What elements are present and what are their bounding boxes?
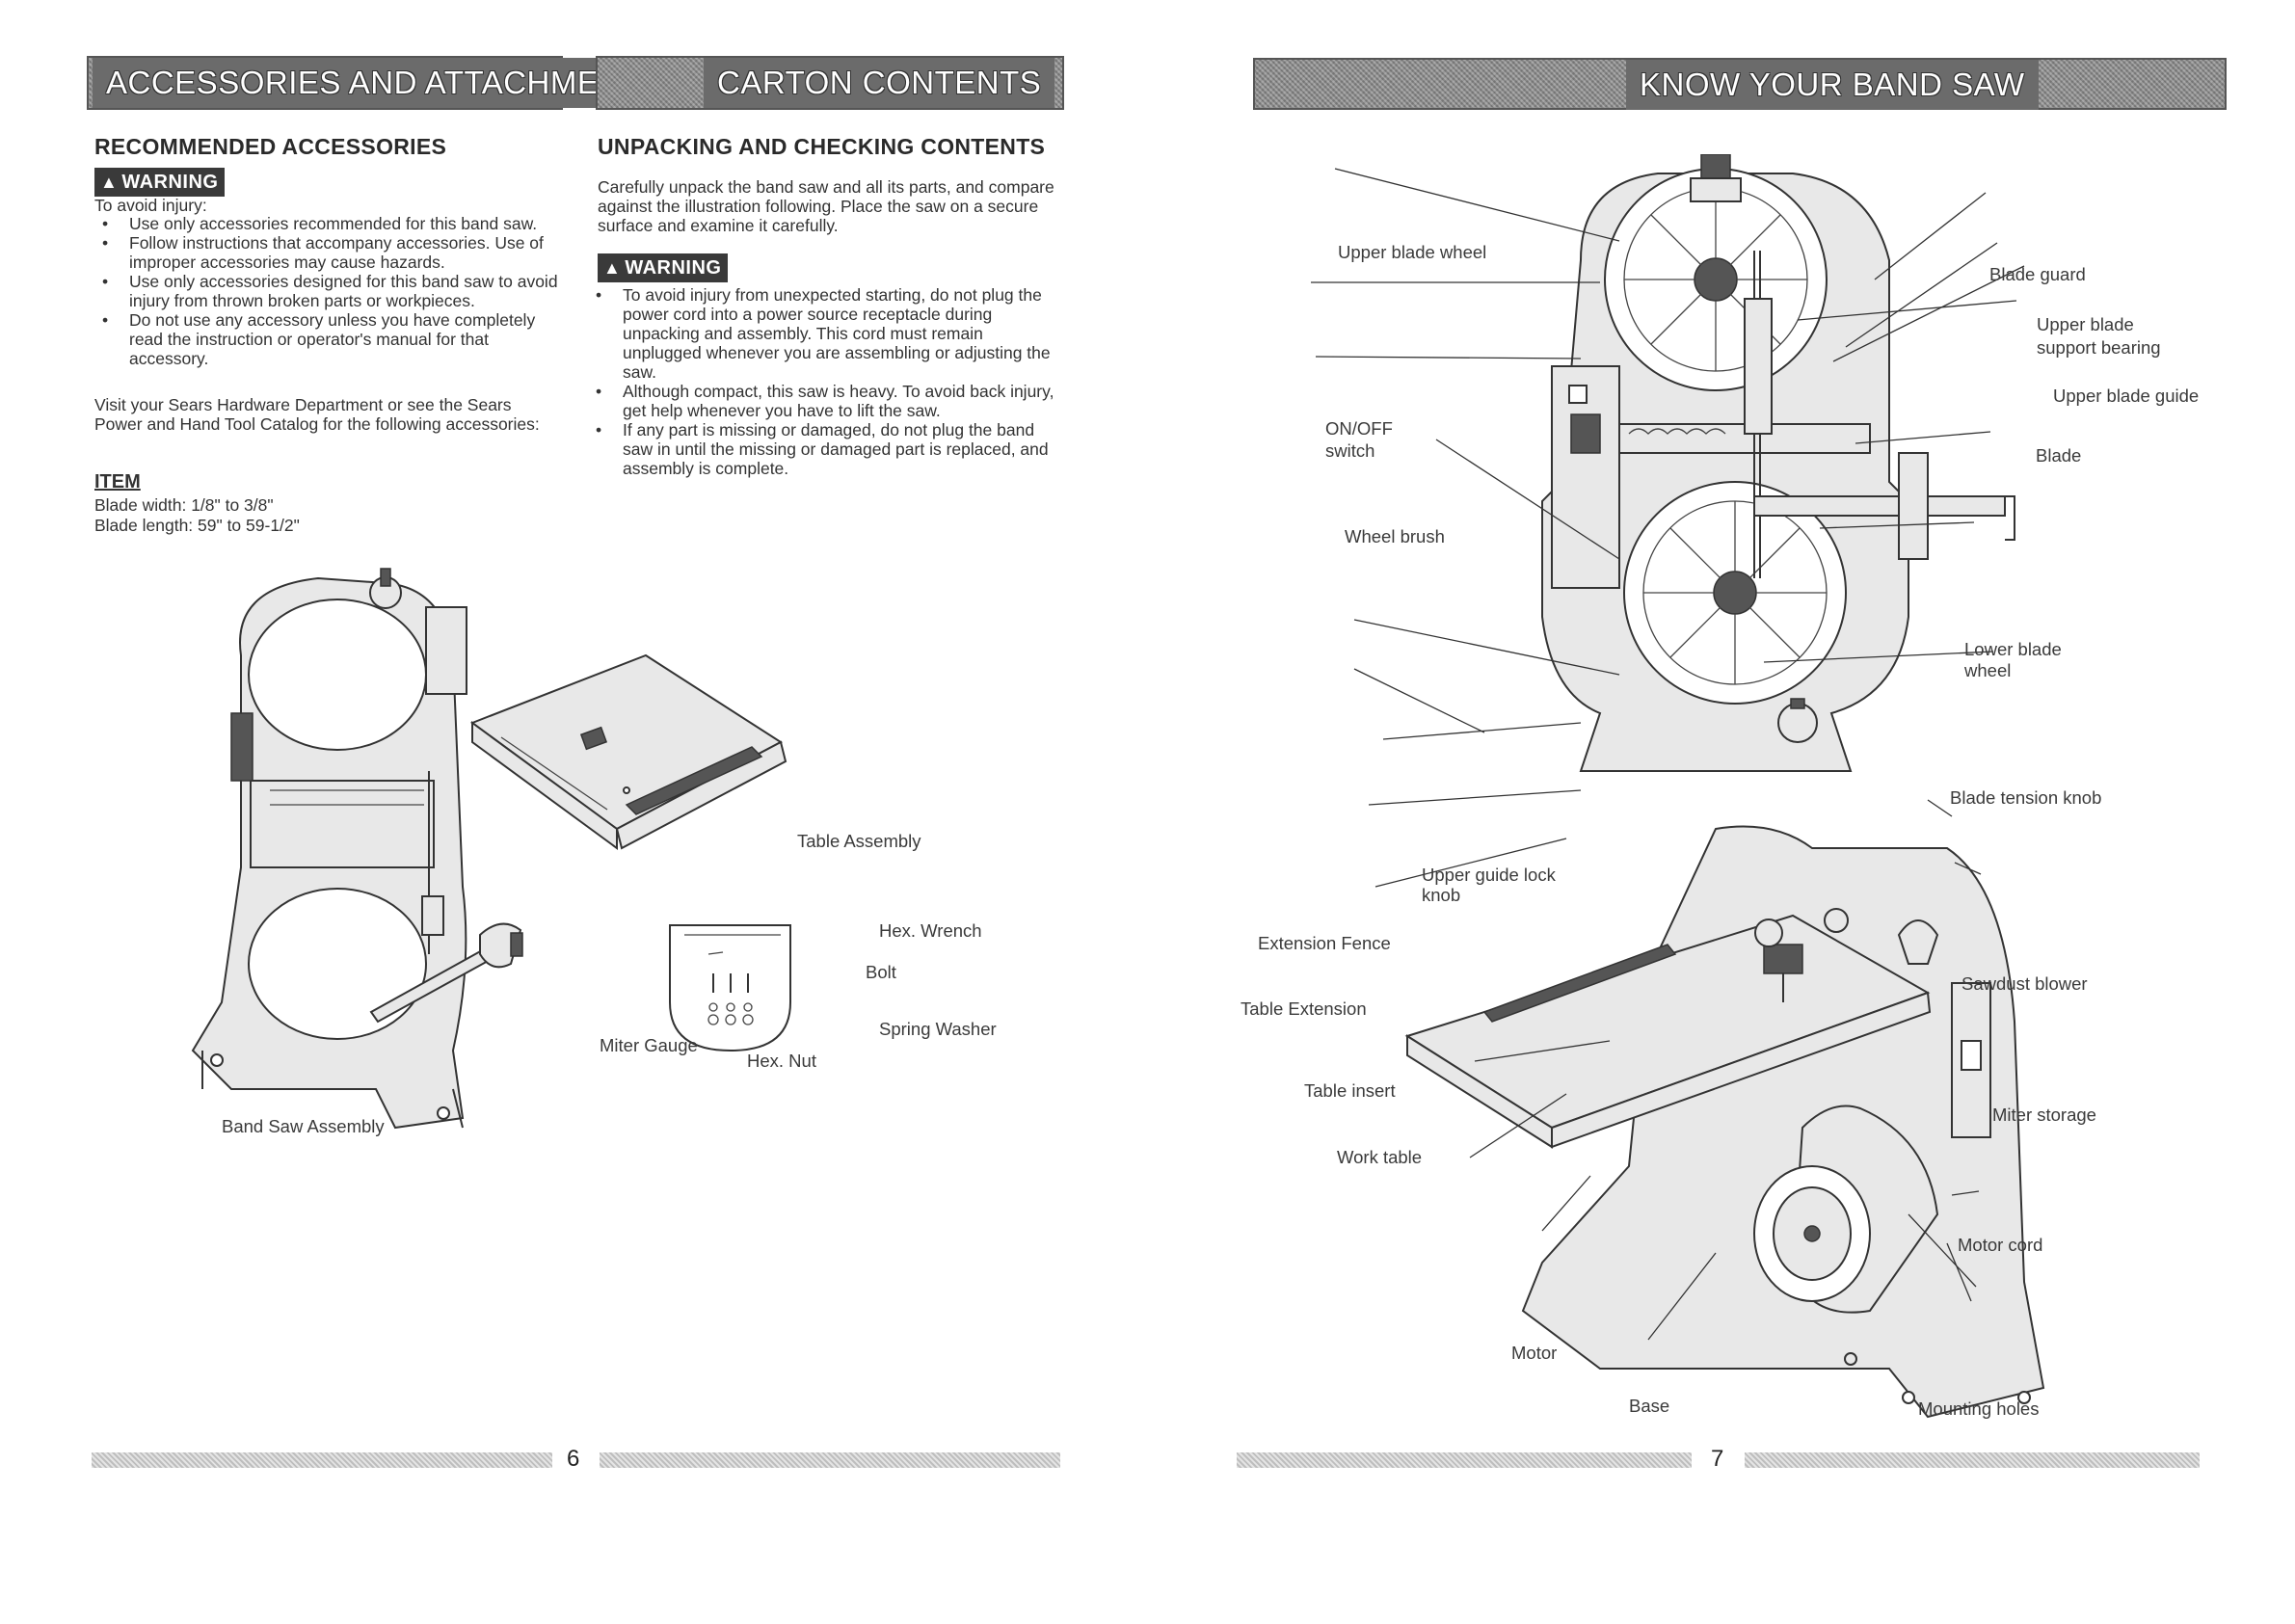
sawdust-blower-label: Sawdust blower	[1961, 973, 2088, 994]
band-saw-assembly-label: Band Saw Assembly	[222, 1116, 385, 1136]
band-saw-diagram	[1311, 154, 2045, 1419]
upper-machine-drawing	[1541, 154, 2015, 772]
list-item: To avoid injury from unexpected starting…	[588, 285, 1056, 382]
recommended-intro: To avoid injury:	[94, 196, 207, 215]
table-assembly-label: Table Assembly	[797, 831, 921, 851]
upper-blade-support-bearing-label-1: Upper blade	[2037, 314, 2134, 334]
extension-fence-label: Extension Fence	[1258, 933, 1391, 953]
upper-guide-lock-knob-label-2: knob	[1422, 885, 1461, 905]
footer-bar-left	[92, 1452, 552, 1468]
carton-banner-title: CARTON CONTENTS	[704, 58, 1055, 108]
work-table-label: Work table	[1337, 1147, 1423, 1167]
list-item: If any part is missing or damaged, do no…	[588, 420, 1056, 478]
upper-blade-guide-label: Upper blade guide	[2053, 386, 2200, 406]
unpacking-warning-badge: ▲WARNING	[598, 253, 728, 282]
miter-gauge-drawing	[369, 922, 523, 1024]
miter-storage-label: Miter storage	[1992, 1105, 2096, 1125]
recommended-warning-badge: ▲WARNING	[94, 168, 225, 197]
table-insert-label: Table insert	[1304, 1080, 1396, 1101]
item-heading: ITEM	[94, 471, 141, 493]
accessories-banner-title: ACCESSORIES AND ATTACHMENTS	[93, 58, 678, 108]
lower-machine-drawing	[1404, 698, 2045, 1419]
footer-bar-right	[1237, 1452, 1692, 1468]
upper-guide-lock-knob-label-1: Upper guide lock	[1422, 865, 1556, 885]
upper-blade-wheel-label: Upper blade wheel	[1338, 242, 1487, 262]
blade-label: Blade	[2036, 445, 2082, 466]
miter-gauge-label: Miter Gauge	[600, 1035, 698, 1055]
table-assembly-drawing	[469, 653, 787, 850]
know-your-band-saw-banner: KNOW YOUR BAND SAW	[1253, 58, 2227, 110]
list-item: Use only accessories recommended for thi…	[94, 214, 561, 233]
lower-blade-wheel-label-1: Lower blade	[1964, 639, 2062, 659]
list-item: Do not use any accessory unless you have…	[94, 310, 561, 368]
motor-label: Motor	[1511, 1343, 1558, 1363]
blade-guard-label: Blade guard	[1989, 264, 2086, 284]
blade-width-text: Blade width: 1/8" to 3/8"	[94, 495, 274, 515]
band-saw-assembly-drawing	[191, 568, 467, 1130]
recommended-accessories-heading: RECOMMENDED ACCESSORIES	[94, 134, 447, 159]
footer-bar-right-2	[1745, 1452, 2200, 1468]
unpacking-bullet-list: To avoid injury from unexpected starting…	[588, 285, 1056, 478]
warning-triangle-icon: ▲	[603, 258, 622, 278]
list-item: Use only accessories designed for this b…	[94, 272, 561, 310]
on-off-switch-label-2: switch	[1325, 440, 1375, 461]
page-number-7: 7	[1711, 1446, 1724, 1472]
footer-bar-left-2	[600, 1452, 1060, 1468]
spring-washer-label: Spring Washer	[879, 1019, 997, 1039]
hardware-bag-drawing	[669, 924, 791, 1052]
motor-cord-label: Motor cord	[1958, 1235, 2043, 1255]
warning-label: WARNING	[625, 257, 722, 279]
blade-length-text: Blade length: 59" to 59-1/2"	[94, 516, 300, 535]
accessories-banner: ACCESSORIES AND ATTACHMENTS	[87, 56, 678, 110]
upper-blade-support-bearing-label-2: support bearing	[2037, 337, 2161, 358]
wheel-brush-label: Wheel brush	[1345, 526, 1445, 546]
hex-wrench-label: Hex. Wrench	[879, 920, 982, 941]
table-extension-label: Table Extension	[1241, 998, 1367, 1019]
lower-blade-wheel-label-2: wheel	[1964, 660, 2012, 680]
warning-label: WARNING	[121, 172, 219, 193]
blade-tension-knob-label: Blade tension knob	[1950, 787, 2102, 808]
label-leader-lines	[1311, 168, 2025, 1341]
page-number-6: 6	[567, 1446, 580, 1472]
recommended-bullet-list: Use only accessories recommended for thi…	[94, 214, 561, 368]
unpacking-heading: UNPACKING AND CHECKING CONTENTS	[598, 134, 1046, 159]
on-off-switch-label-1: ON/OFF	[1325, 418, 1393, 439]
list-item: Follow instructions that accompany acces…	[94, 233, 561, 272]
hex-nut-label: Hex. Nut	[747, 1051, 816, 1071]
carton-contents-illustration	[191, 568, 791, 1130]
mounting-holes-label: Mounting holes	[1918, 1398, 2040, 1419]
visit-sears-text: Visit your Sears Hardware Department or …	[94, 395, 540, 434]
warning-triangle-icon: ▲	[100, 173, 119, 192]
unpacking-intro: Carefully unpack the band saw and all it…	[598, 177, 1054, 235]
carton-banner: CARTON CONTENTS	[596, 56, 1064, 110]
base-label: Base	[1629, 1396, 1670, 1416]
know-your-band-saw-title: KNOW YOUR BAND SAW	[1626, 60, 2039, 110]
bolt-label: Bolt	[866, 962, 896, 982]
list-item: Although compact, this saw is heavy. To …	[588, 382, 1056, 420]
